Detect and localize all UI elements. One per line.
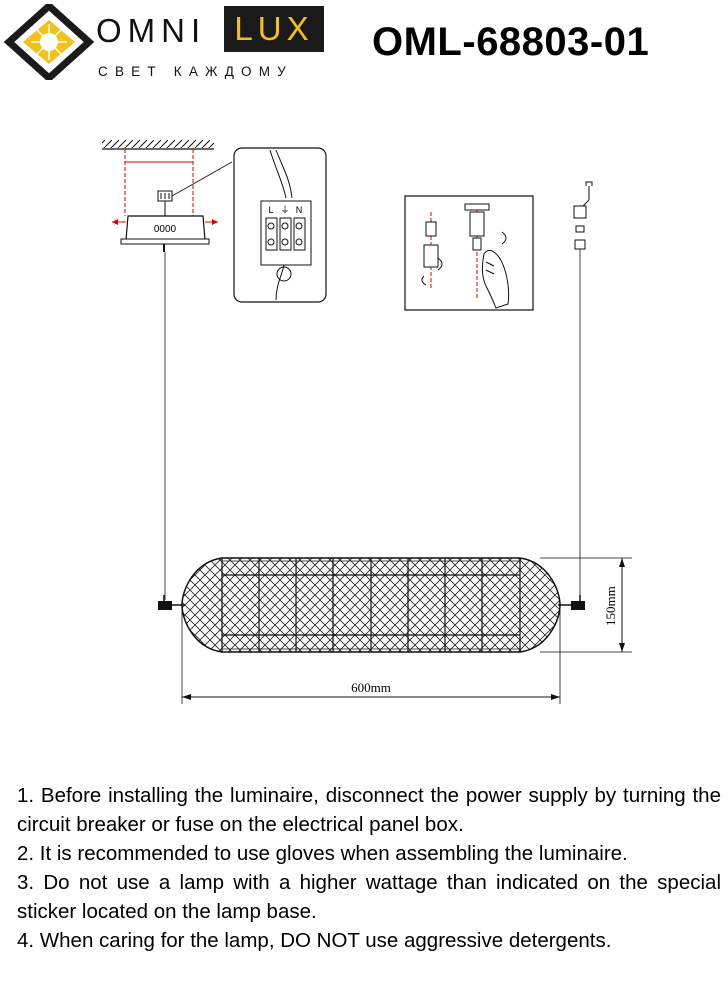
- ceiling: [102, 140, 214, 150]
- height-dimension: [540, 557, 632, 653]
- width-dimension: [181, 610, 561, 704]
- note-4: 4. When caring for the lamp, DO NOT use …: [17, 929, 612, 952]
- omnilux-logo-icon: [4, 4, 94, 80]
- right-suspension-cable: [558, 181, 593, 610]
- terminal-label-n: N: [296, 205, 303, 215]
- cable-adjust-detail: [404, 195, 534, 311]
- model-number: OML-68803-01: [372, 20, 650, 64]
- canopy-label: 0000: [154, 224, 177, 235]
- technical-drawing: 0000 L ⏚ N: [102, 140, 632, 704]
- terminal-label-ground: ⏚: [280, 205, 289, 216]
- note-1: 1. Before installing the luminaire, disc…: [17, 784, 721, 836]
- width-label: 600mm: [351, 680, 391, 695]
- left-suspension-cable: [158, 244, 185, 610]
- terminal-block-detail: [233, 147, 327, 303]
- note-2: 2. It is recommended to use gloves when …: [17, 842, 628, 865]
- canopy: [112, 215, 218, 245]
- note-3: 3. Do not use a lamp with a higher watta…: [17, 871, 721, 923]
- brand-tagline: СВЕТ КАЖДОМУ: [98, 64, 293, 79]
- luminaire-body: [181, 557, 561, 653]
- mounting-bracket: [124, 149, 194, 216]
- brand-name-omni: OMNI: [96, 12, 207, 49]
- height-label: 150mm: [603, 586, 618, 626]
- installation-notes: 1. Before installing the luminaire, disc…: [17, 781, 721, 955]
- terminal-label-l: L: [268, 205, 273, 215]
- brand-name-lux: LUX: [224, 6, 324, 52]
